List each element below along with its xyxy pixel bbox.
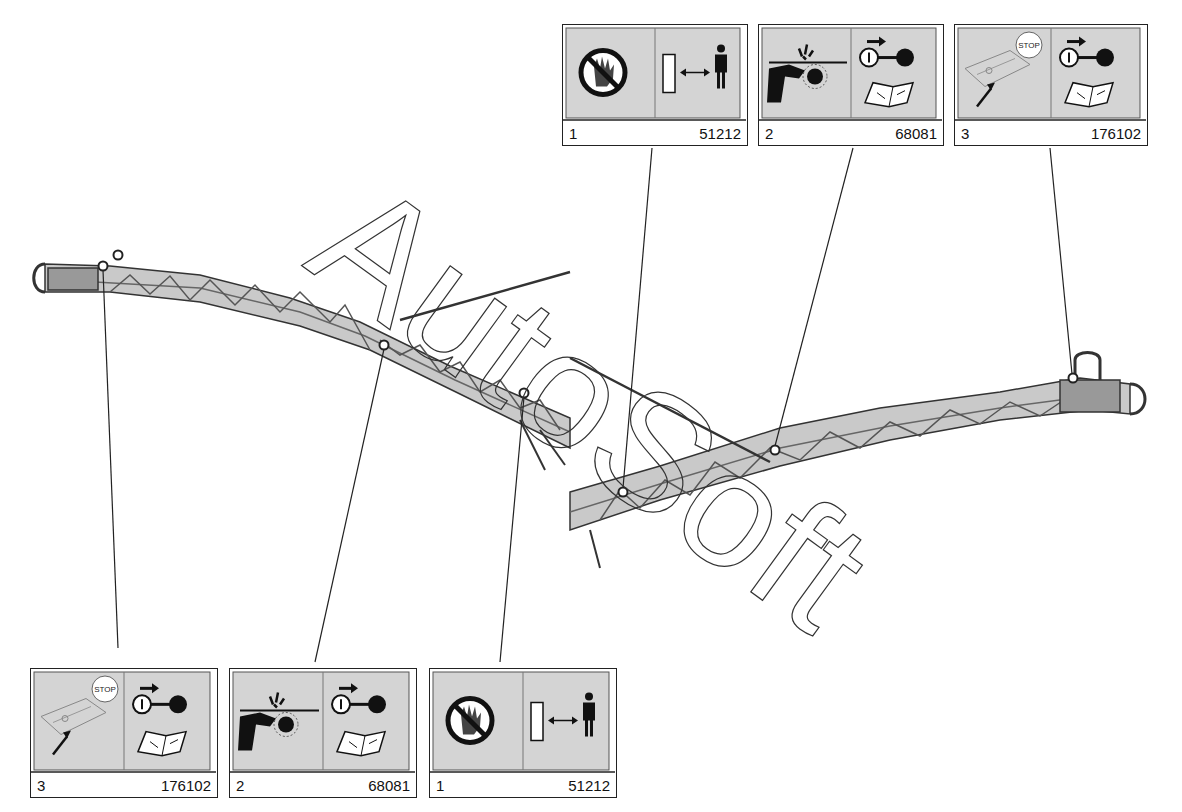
callout-number: 1: [569, 125, 577, 142]
callout-number: 2: [236, 777, 244, 794]
decal-pictogram: [563, 28, 746, 120]
part-number: 176102: [1091, 125, 1141, 142]
callout-number: 3: [37, 777, 45, 794]
decal-strip: 3 176102: [31, 773, 217, 797]
icon-text: STOP: [94, 685, 116, 694]
safety-decal: 1 51212: [562, 24, 748, 146]
decal-strip: 3 176102: [955, 121, 1147, 145]
safety-decal: 1 51212: [429, 668, 617, 798]
callout-number: 3: [961, 125, 969, 142]
part-number: 68081: [895, 125, 937, 142]
decal-strip: 2 68081: [230, 773, 416, 797]
part-number: 176102: [161, 777, 211, 794]
callout-number: 2: [765, 125, 773, 142]
callout-number: 1: [436, 777, 444, 794]
part-number: 51212: [699, 125, 741, 142]
decal-pictogram: [31, 672, 216, 772]
part-number: 68081: [368, 777, 410, 794]
icon-text: STOP: [1018, 41, 1040, 50]
decal-strip: 1 51212: [430, 773, 616, 797]
safety-decal: 2 68081: [229, 668, 417, 798]
safety-decal: STOP 3 176102: [954, 24, 1148, 146]
part-number: 51212: [568, 777, 610, 794]
decal-strip: 2 68081: [759, 121, 943, 145]
decal-pictogram: [955, 28, 1146, 120]
safety-decal: 2 68081: [758, 24, 944, 146]
decal-pictogram: [230, 672, 415, 772]
decal-pictogram: [759, 28, 942, 120]
safety-decal: STOP 3 176102: [30, 668, 218, 798]
decal-strip: 1 51212: [563, 121, 747, 145]
decal-pictogram: [430, 672, 615, 772]
